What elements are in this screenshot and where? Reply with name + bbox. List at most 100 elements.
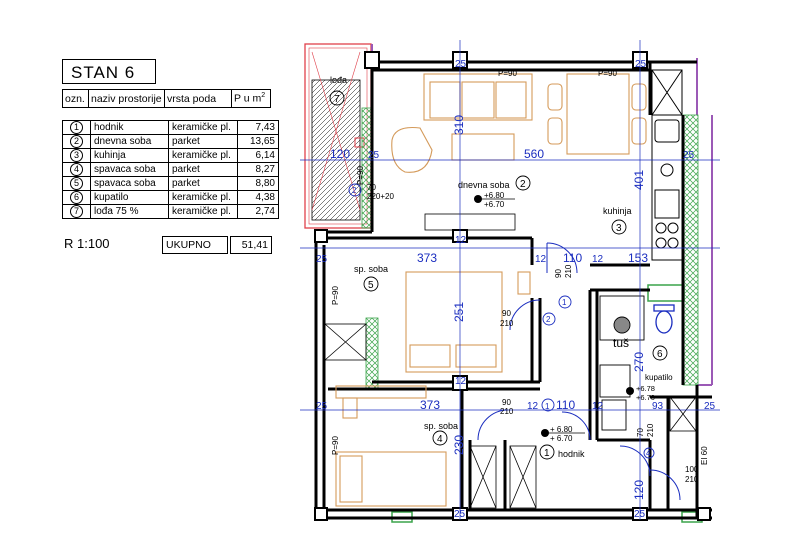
kuhinja-label: kuhinja: [603, 206, 632, 216]
door-width: 90: [502, 309, 511, 318]
dim-310: 310: [452, 115, 466, 135]
dim-25: 25: [635, 59, 647, 70]
legend-header: ozn. naziv prostorije vrsta poda P u m2: [62, 89, 271, 108]
dim-12: 12: [527, 401, 539, 412]
header-naziv: naziv prostorije: [88, 89, 165, 108]
dim-110: 110: [556, 398, 575, 412]
marker-4: 4: [646, 449, 651, 458]
dim-25: 25: [454, 509, 466, 520]
dim-12: 12: [455, 376, 467, 387]
door-marker-circle: [542, 312, 556, 326]
door-marker-circle: [643, 447, 655, 459]
kuhinja-number: 3: [616, 223, 622, 234]
dim-12: 12: [592, 401, 604, 412]
room-id-circle: 6: [70, 191, 83, 204]
door-swings: [477, 242, 681, 501]
window-height: 220+20: [367, 192, 394, 201]
fire-rating: EI 60: [700, 446, 709, 465]
parapet-label: P=90: [356, 166, 365, 185]
furniture: [335, 73, 647, 507]
room-id-circle: 3: [70, 149, 83, 162]
level-markers: [474, 195, 634, 437]
door-height: 210: [646, 423, 655, 437]
header-vrsta: vrsta poda: [164, 89, 232, 108]
kupatilo-number: 6: [657, 349, 663, 360]
marker-1: 1: [562, 298, 567, 307]
door-height: 210: [500, 407, 514, 416]
dnevna-level-1: +6.80: [484, 191, 505, 200]
dim-93: 93: [652, 401, 664, 412]
dim-251: 251: [452, 302, 466, 322]
door-width: 100: [685, 465, 699, 474]
dim-12: 12: [592, 254, 604, 265]
room-id-circle: 1: [70, 121, 83, 134]
room-id-circle: 2: [70, 135, 83, 148]
door-marker-circle: [541, 398, 555, 412]
dim-25: 25: [316, 254, 328, 265]
sp4-label: sp. soba: [424, 421, 458, 431]
dim-110: 110: [563, 251, 582, 265]
dnevna-number-circle: [515, 175, 531, 191]
door-height: 210: [564, 264, 573, 278]
room-id-circle: 7: [70, 205, 83, 218]
sp5-number-circle: [363, 276, 379, 292]
door-width: 90: [502, 398, 511, 407]
kupatilo-level-2: +6.70: [636, 393, 655, 402]
facade-walls: [371, 44, 713, 386]
hodnik-level-2: + 6.70: [550, 434, 573, 443]
sp5-label: sp. soba: [354, 264, 388, 274]
tus-label: tuš: [613, 336, 629, 350]
total-label: UKUPNO: [162, 236, 228, 254]
loda-number-circle: [329, 90, 345, 106]
door-width: 90: [554, 269, 563, 278]
marker-2: 2: [352, 186, 357, 195]
sp4-number: 4: [437, 434, 443, 445]
hodnik-level-1: + 6.80: [550, 425, 573, 434]
sp4-number-circle: [432, 430, 448, 446]
door-height: 210: [500, 319, 514, 328]
total-value: 51,41: [230, 236, 272, 254]
window-marker-circle: [348, 183, 362, 197]
wardrobes: [324, 213, 697, 509]
bathroom-fixtures: [599, 295, 675, 431]
loda-number: 7: [334, 94, 340, 105]
door-height: 210: [685, 475, 699, 484]
dim-25: 25: [634, 509, 646, 520]
dim-560: 560: [524, 147, 544, 161]
dim-120: 120: [330, 147, 350, 161]
dim-373: 373: [417, 251, 437, 265]
room-id: 5: [62, 176, 91, 191]
parapet-label: P=90: [498, 69, 517, 78]
room-id-circle: 5: [70, 177, 83, 190]
room-area: 2,74: [237, 204, 279, 219]
scale-label: R 1:100: [64, 236, 110, 251]
hodnik-number: 1: [544, 448, 550, 459]
door-marker-circle: [558, 295, 572, 309]
kupatilo-number-circle: [652, 345, 668, 361]
dnevna-level-2: +6.70: [484, 200, 505, 209]
door-width: 70: [636, 428, 645, 437]
kuhinja-number-circle: [611, 219, 627, 235]
room-id-circle: 4: [70, 163, 83, 176]
dim-25: 25: [368, 150, 380, 161]
loda-balcony: [304, 43, 372, 229]
marker-1: 1: [545, 402, 550, 411]
dim-270: 270: [632, 352, 646, 372]
window-width: 70: [367, 183, 376, 192]
sp5-number: 5: [368, 280, 374, 291]
dim-25: 25: [455, 59, 467, 70]
kitchen-units: [651, 69, 683, 261]
hodnik-label: hodnik: [558, 449, 585, 459]
header-pum: P u m2: [231, 89, 271, 108]
room-id: 7: [62, 204, 91, 219]
dim-120: 120: [632, 480, 646, 500]
parapet-label: P=90: [598, 69, 617, 78]
dnevna-number: 2: [520, 179, 526, 190]
dim-12: 12: [455, 235, 467, 246]
